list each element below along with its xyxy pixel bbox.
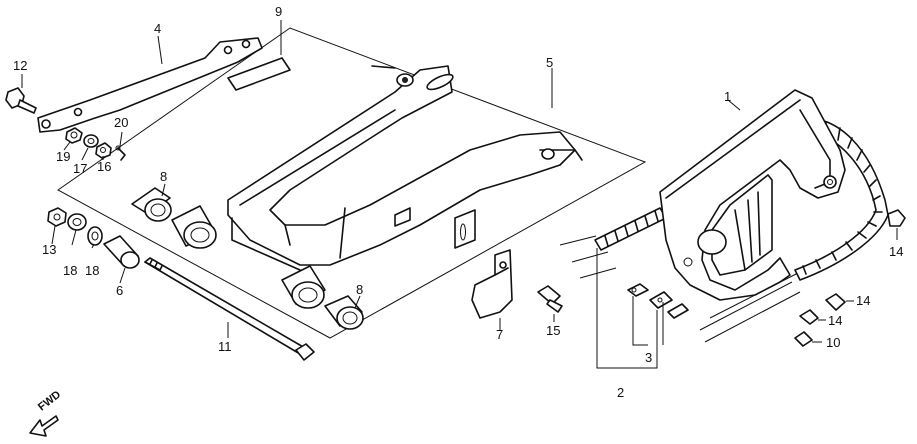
pivot-collar-upper [171, 205, 217, 249]
callout-14-mid: 14 [856, 293, 871, 308]
callout-8-lower: 8 [356, 282, 364, 297]
bracket [471, 249, 513, 319]
callout-18-left: 18 [63, 263, 78, 278]
bolt-12 [5, 87, 37, 114]
callout-10: 10 [826, 335, 841, 350]
callout-20: 20 [114, 115, 129, 130]
case-bolts [794, 209, 906, 347]
callout-13: 13 [42, 242, 57, 257]
callout-9: 9 [275, 4, 283, 19]
chain-slider [37, 37, 263, 133]
bolt-15 [537, 285, 563, 313]
pivot-bolt [144, 257, 315, 361]
callout-8-upper: 8 [160, 169, 168, 184]
callout-4: 4 [154, 21, 162, 36]
callout-16: 16 [97, 159, 112, 174]
callout-17: 17 [73, 161, 88, 176]
axle-hardware [47, 207, 140, 269]
callout-14-low: 14 [828, 313, 843, 328]
swingarm [227, 65, 583, 271]
callout-7: 7 [496, 327, 504, 342]
callout-5: 5 [546, 55, 554, 70]
decal-strip [227, 57, 291, 91]
callout-18-right: 18 [85, 263, 100, 278]
callout-2: 2 [617, 385, 625, 400]
leader-lines [21, 20, 898, 369]
pivot-collar-lower [281, 265, 326, 309]
callout-1: 1 [724, 89, 732, 104]
chain-case [659, 89, 846, 301]
callout-6: 6 [116, 283, 124, 298]
callout-14-right: 14 [889, 244, 904, 259]
hardware-stack [65, 127, 126, 161]
callout-12: 12 [13, 58, 28, 73]
callout-19: 19 [56, 149, 71, 164]
fwd-arrow-icon [29, 415, 59, 437]
callout-15: 15 [546, 323, 561, 338]
bushing-lower [324, 295, 364, 330]
callout-3: 3 [645, 350, 653, 365]
swingarm-panel-outline [57, 27, 647, 339]
bushing-upper [131, 187, 172, 222]
master-link [627, 283, 689, 319]
callout-11: 11 [218, 339, 232, 354]
